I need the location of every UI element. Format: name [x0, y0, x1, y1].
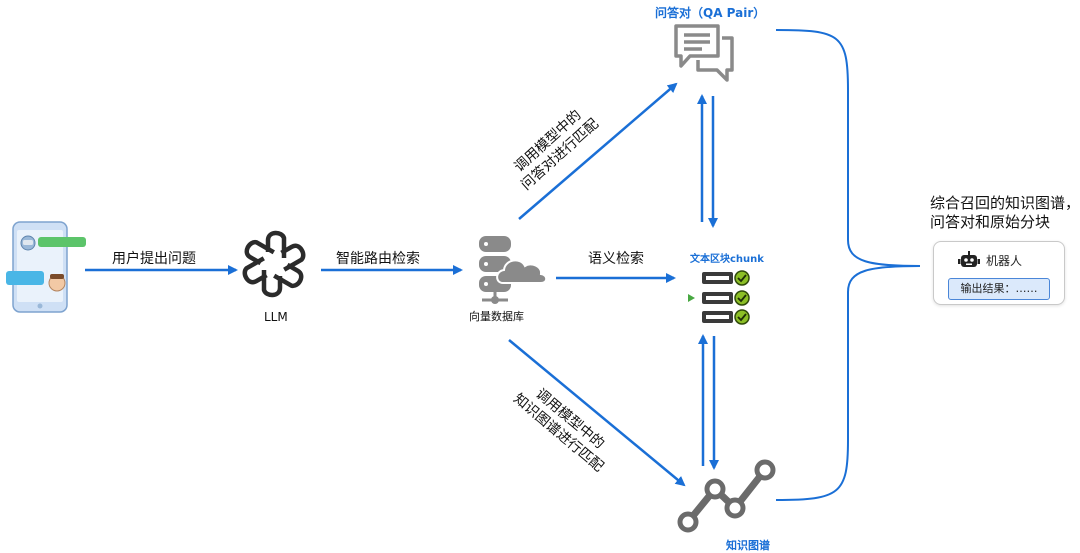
chunk-list-icon	[688, 270, 750, 325]
arrow-db-to-qa	[518, 82, 678, 220]
llm-label: LLM	[264, 310, 288, 324]
output-result-box: 输出结果：……	[948, 278, 1050, 300]
bot-name: 机器人	[986, 253, 1023, 268]
summary-line1: 综合召回的知识图谱，	[930, 194, 1080, 212]
graph-line-icon	[677, 459, 776, 533]
result-card-header: 机器人	[958, 251, 1022, 269]
arrow-db-to-kg	[508, 339, 686, 487]
chat-bubbles-icon	[674, 24, 734, 82]
result-card: 机器人 输出结果：……	[933, 241, 1065, 305]
text-chunk-title: 文本区块chunk	[690, 254, 764, 265]
edge-label-user-to-llm: 用户提出问题	[112, 251, 196, 267]
robot-icon	[958, 251, 980, 267]
summary-line2: 问答对和原始分块	[930, 213, 1051, 231]
edge-label-llm-to-db: 智能路由检索	[336, 251, 420, 267]
knowledge-graph-title: 知识图谱	[726, 539, 770, 552]
edge-label-db-to-chunk: 语义检索	[588, 251, 644, 267]
database-cloud-icon	[479, 236, 548, 304]
qa-pair-title: 问答对（QA Pair）	[655, 6, 766, 20]
openai-logo-icon	[242, 230, 306, 295]
merge-brace	[775, 29, 921, 501]
vector-db-label: 向量数据库	[469, 310, 524, 323]
phone-chat-icon	[6, 221, 86, 313]
